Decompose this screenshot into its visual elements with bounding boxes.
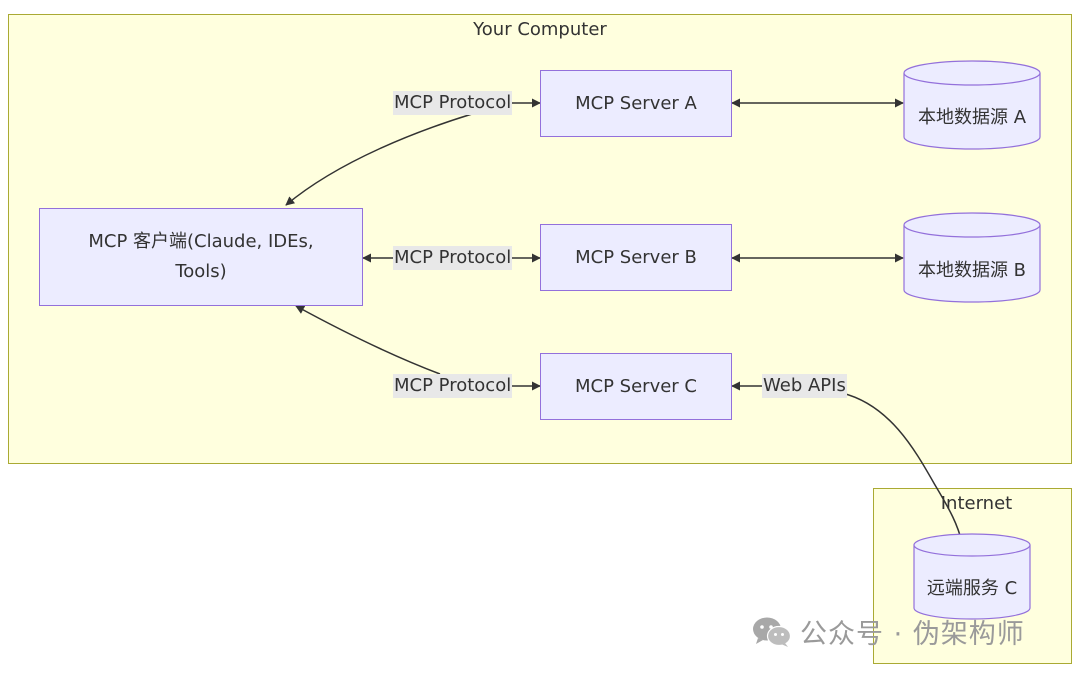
edge-label-web-apis: Web APIs [762, 374, 847, 398]
edge-label-protocol-c: MCP Protocol [393, 374, 513, 398]
edge-label-protocol-a: MCP Protocol [393, 91, 513, 115]
mcp-client-label-line2: Tools) [175, 261, 227, 282]
local-data-a-label: 本地数据源 A [917, 107, 1027, 128]
wechat-icon [753, 617, 792, 647]
edge-label-protocol-b: MCP Protocol [393, 246, 513, 270]
remote-service-c-cylinder [913, 533, 1031, 620]
edge-client-server-c [295, 305, 441, 375]
mcp-server-b-label: MCP Server B [575, 246, 697, 268]
internet-group: Internet [873, 488, 1072, 664]
edge-webapis-remote [841, 392, 965, 544]
mcp-server-b-node: MCP Server B [540, 224, 732, 291]
watermark-text: 公众号 · 伪架构师 [800, 619, 1025, 650]
mcp-server-a-label: MCP Server A [575, 92, 697, 114]
mcp-server-c-label: MCP Server C [575, 375, 697, 397]
mcp-client-node: MCP 客户端(Claude, IDEs, Tools) [39, 208, 363, 306]
internet-title: Internet [940, 493, 1013, 514]
mcp-server-a-node: MCP Server A [540, 70, 732, 137]
local-data-a-cylinder [903, 60, 1041, 150]
mcp-server-c-node: MCP Server C [540, 353, 732, 420]
local-data-b-cylinder [903, 212, 1041, 303]
mcp-client-label-line1: MCP 客户端(Claude, IDEs, [88, 231, 314, 252]
edge-client-server-a [285, 113, 473, 206]
remote-service-c-label: 远端服务 C [926, 578, 1018, 599]
local-data-b-label: 本地数据源 B [917, 260, 1027, 281]
watermark: 公众号 · 伪架构师 [752, 612, 1025, 651]
your-computer-title: Your Computer [473, 19, 607, 40]
